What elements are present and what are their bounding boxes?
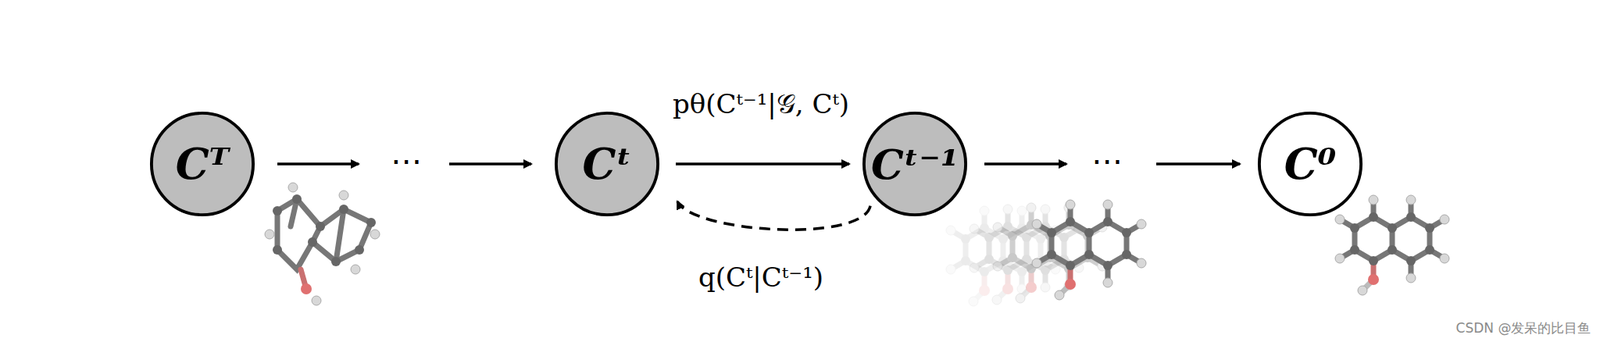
state-label: Cᵗ (553, 110, 661, 218)
watermark: CSDN @发呆的比目鱼 (1456, 319, 1592, 338)
state-label: C⁰ (1257, 110, 1364, 218)
state-label: Cᵗ⁻¹ (861, 110, 968, 218)
ellipsis: ⋯ (1091, 142, 1123, 179)
forward-process-arrow (677, 201, 871, 230)
state-label: Cᵀ (149, 110, 256, 218)
reverse-process-arrow (675, 162, 850, 166)
state-circle: Cᵗ⁻¹ (861, 110, 968, 218)
ellipsis: ⋯ (390, 142, 422, 179)
transition-label: q(Cᵗ|Cᵗ⁻¹) (698, 261, 824, 293)
transition-label: pθ(Cᵗ⁻¹|𝒢, Cᵗ) (672, 88, 850, 121)
state-circle: Cᵀ (149, 110, 256, 218)
state-circle: Cᵗ (553, 110, 661, 218)
state-circle: C⁰ (1257, 110, 1364, 218)
